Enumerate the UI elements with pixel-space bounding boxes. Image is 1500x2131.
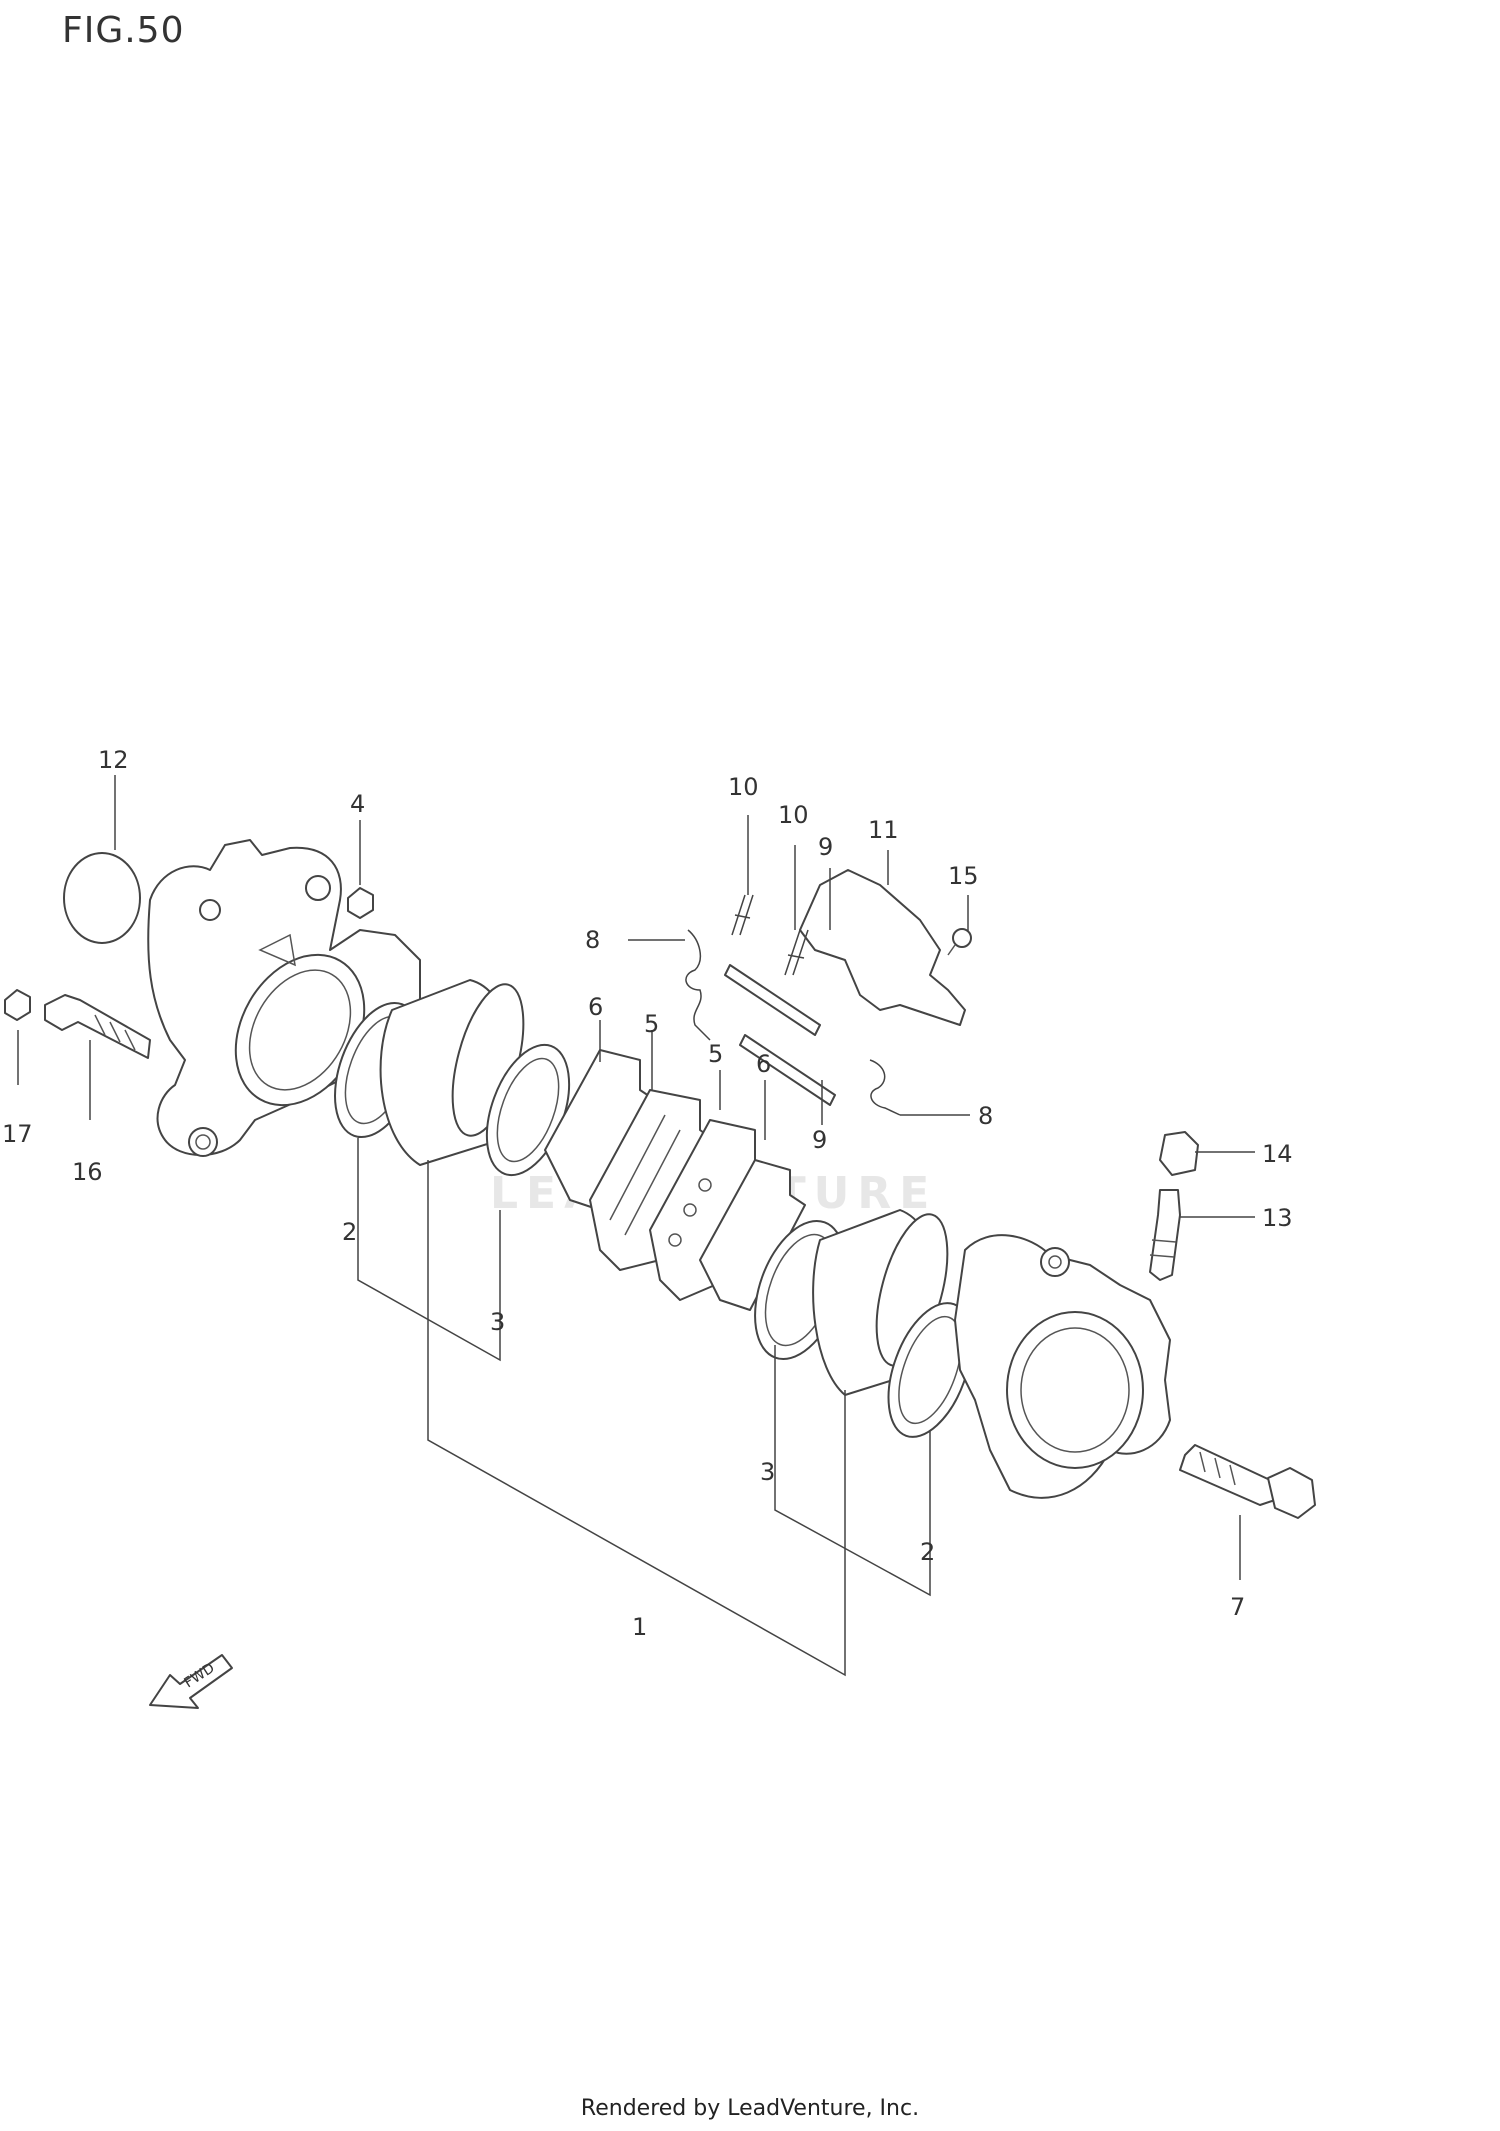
pad-spring-8-right xyxy=(869,1059,901,1116)
callout-9-top: 9 xyxy=(818,833,833,861)
callout-7: 7 xyxy=(1230,1593,1245,1621)
callout-17: 17 xyxy=(2,1120,33,1148)
nut-17 xyxy=(4,989,31,1021)
pad-pin-9-a xyxy=(724,964,821,1036)
caliper-body-left xyxy=(147,839,421,1157)
callout-5-left: 5 xyxy=(644,1010,659,1038)
callout-6-left: 6 xyxy=(588,993,603,1021)
callout-14: 14 xyxy=(1262,1140,1293,1168)
bleeder-valve-13 xyxy=(1149,1189,1181,1281)
nut-4 xyxy=(347,887,374,919)
callout-16: 16 xyxy=(72,1158,103,1186)
callout-15: 15 xyxy=(948,862,979,890)
callout-9-bottom: 9 xyxy=(812,1126,827,1154)
callout-3-left: 3 xyxy=(490,1308,505,1336)
figure-title: FIG.50 xyxy=(62,10,185,51)
callout-10-b: 10 xyxy=(778,801,809,829)
callout-1: 1 xyxy=(632,1613,647,1641)
bolt-7 xyxy=(1179,1444,1316,1519)
o-ring-12 xyxy=(63,852,141,944)
footer-credit: Rendered by LeadVenture, Inc. xyxy=(580,2096,920,2121)
screw-15 xyxy=(947,928,972,956)
callout-6-right: 6 xyxy=(756,1050,771,1078)
pad-cover-11 xyxy=(799,869,966,1026)
caliper-body-right xyxy=(954,1234,1171,1499)
leader-lines xyxy=(17,775,1255,1677)
pad-clip-10-a xyxy=(731,894,754,936)
fwd-direction-arrow: FWD xyxy=(149,1654,233,1709)
callout-3-right: 3 xyxy=(760,1458,775,1486)
callout-10-a: 10 xyxy=(728,773,759,801)
callout-13: 13 xyxy=(1262,1204,1293,1232)
callout-2-right: 2 xyxy=(920,1538,935,1566)
pad-spring-8-left xyxy=(685,929,711,1041)
callout-4: 4 xyxy=(350,790,365,818)
callout-numbers: 12 4 17 16 2 3 6 5 5 6 8 8 10 10 9 9 11 … xyxy=(2,746,1293,1641)
callout-2-left: 2 xyxy=(342,1218,357,1246)
callout-12: 12 xyxy=(98,746,129,774)
piston-seal-2-right xyxy=(887,1302,973,1438)
bleeder-cap-14 xyxy=(1159,1131,1199,1176)
callout-8-right: 8 xyxy=(978,1102,993,1130)
bolt-16 xyxy=(44,994,151,1059)
callout-11: 11 xyxy=(868,816,899,844)
callout-8-left: 8 xyxy=(585,926,600,954)
pad-clip-10-b xyxy=(784,929,809,976)
pad-pin-9-b xyxy=(739,1034,836,1106)
callout-5-right: 5 xyxy=(708,1040,723,1068)
shim-6-right xyxy=(699,1159,806,1311)
